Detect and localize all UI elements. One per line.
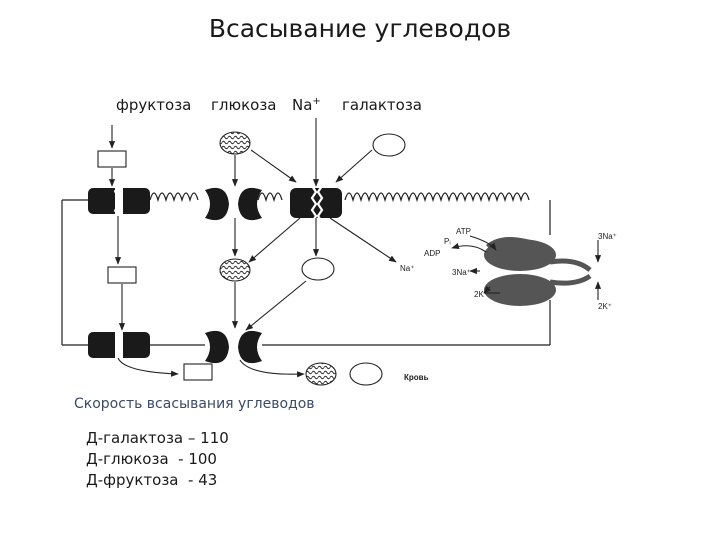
absorption-rate-title: Скорость всасывания углеводов (74, 396, 315, 412)
pi-label: Pᵢ (444, 237, 451, 246)
galactose-molecule-cell (301, 257, 335, 281)
rate-fructose: Д-фруктоза - 43 (86, 471, 218, 489)
galactose-molecule-blood (349, 362, 383, 386)
fructose-molecule-blood (183, 363, 213, 381)
three-na-right-label: 3Na⁺ (598, 232, 617, 241)
absorption-rate-list: Д-галактоза – 110 Д-глюкоза - 100 Д-фрук… (86, 428, 229, 491)
adp-label: ADP (424, 249, 440, 258)
two-k-left-label: 2K⁺ (474, 290, 488, 299)
two-k-right-label: 2K⁺ (598, 302, 612, 311)
na-out-label: Na⁺ (400, 264, 414, 273)
three-na-left-label: 3Na⁺ (452, 268, 471, 277)
na-k-pump (484, 237, 592, 306)
atp-label: ATP (456, 227, 471, 236)
label-fructose: фруктоза (116, 96, 192, 114)
rate-galactose: Д-галактоза – 110 (86, 429, 229, 447)
label-sodium: Na+ (292, 96, 321, 114)
sglt-transporter (290, 185, 342, 223)
galactose-molecule-lumen (372, 133, 406, 157)
flow-arrows (108, 118, 602, 378)
microvilli-left (149, 192, 199, 203)
rate-glucose: Д-глюкоза - 100 (86, 450, 217, 468)
page-title: Всасывание углеводов (208, 14, 512, 43)
glucose-molecule-blood (305, 362, 337, 386)
fructose-molecule-lumen (97, 150, 127, 168)
label-sodium-base: Na (292, 96, 313, 114)
microvilli-right (344, 192, 530, 203)
label-glucose: глюкоза (211, 96, 277, 114)
blood-label: Кровь (404, 373, 429, 382)
fructose-transporter-apical (88, 186, 150, 216)
glucose-transporter-apical (205, 187, 262, 221)
glucose-transporter-basolateral (205, 330, 262, 364)
glucose-molecule-cell (219, 258, 251, 282)
label-sodium-charge: + (312, 96, 321, 107)
glucose-molecule-lumen (219, 131, 251, 155)
label-galactose: галактоза (342, 96, 422, 114)
microvilli-middle (257, 192, 283, 203)
fructose-transporter-basolateral (88, 330, 150, 360)
fructose-molecule-cell (107, 266, 137, 284)
